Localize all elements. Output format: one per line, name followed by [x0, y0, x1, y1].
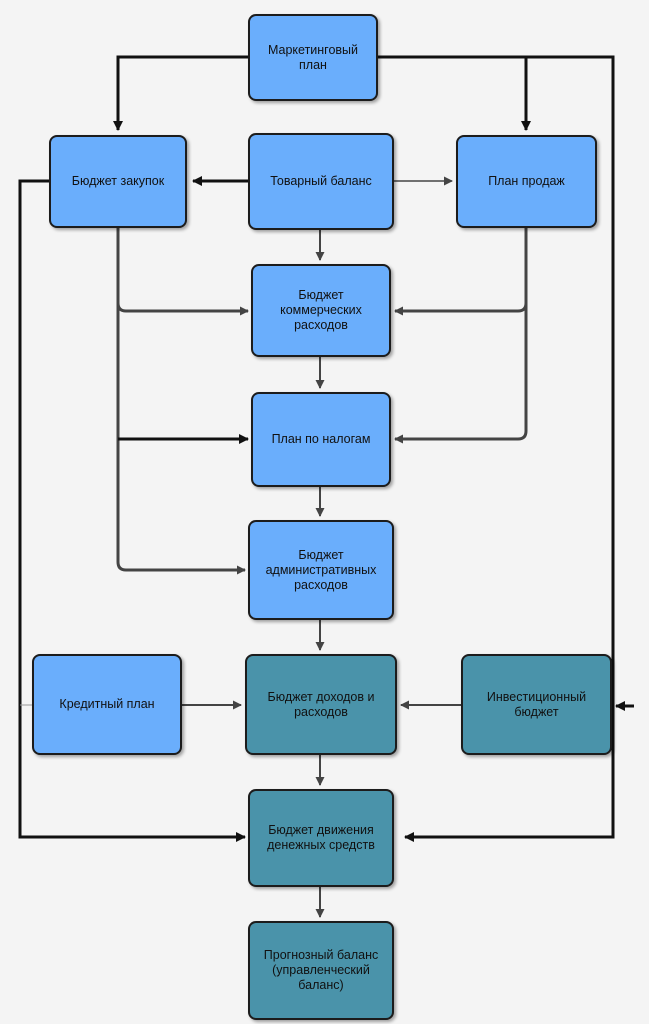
node-label: План по налогам [271, 432, 371, 446]
edge-sales-trunk [394, 228, 528, 444]
node-marketing-plan: Маркетинговый план [248, 14, 378, 101]
edge-purchase-to-commercial [116, 302, 249, 316]
node-tax-plan: План по налогам [251, 392, 391, 487]
node-label: Бюджет закупок [71, 174, 165, 188]
node-label: План продаж [488, 174, 565, 188]
node-label: Бюджет административных расходов [265, 547, 377, 592]
node-cash-flow-budget: Бюджет движения денежных средств [248, 789, 394, 887]
node-label: Инвестиционный бюджет [486, 689, 587, 719]
node-investment-budget: Инвестиционный бюджет [461, 654, 612, 755]
edge-marketing-to-purchase [113, 55, 248, 131]
node-label: Бюджет движения денежных средств [267, 823, 375, 852]
node-sales-plan: План продаж [456, 135, 597, 228]
node-purchase-budget: Бюджет закупок [49, 135, 187, 228]
node-income-expense-budget: Бюджет доходов и расходов [245, 654, 397, 755]
node-label: Бюджет коммерческих расходов [280, 288, 362, 332]
node-credit-plan: Кредитный план [32, 654, 182, 755]
edge-marketing-right-rail [404, 55, 615, 842]
node-goods-balance: Товарный баланс [248, 133, 394, 230]
edge-sales-to-commercial [394, 302, 528, 316]
edge-marketing-to-sales [378, 55, 531, 131]
node-label: Прогнозный баланс (управленческий баланс… [263, 948, 379, 992]
edge-purchase-to-cashflow [18, 179, 246, 842]
node-label: Маркетинговый план [267, 42, 359, 72]
node-label: Товарный баланс [270, 174, 372, 188]
node-commercial-expenses: Бюджет коммерческих расходов [251, 264, 391, 357]
edge-purchase-trunk [116, 228, 246, 575]
node-forecast-balance: Прогнозный баланс (управленческий баланс… [248, 921, 394, 1020]
node-label: Бюджет доходов и расходов [267, 689, 375, 719]
node-label: Кредитный план [59, 697, 155, 711]
node-admin-expenses: Бюджет административных расходов [248, 520, 394, 620]
